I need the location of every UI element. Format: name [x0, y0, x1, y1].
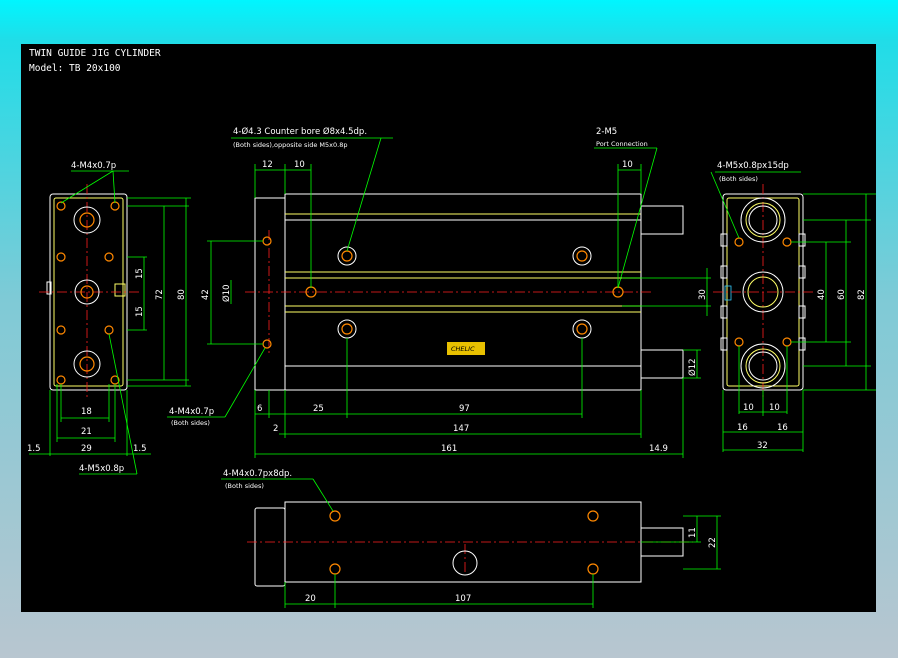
- front-callout-counterbore-line1: 4-Ø4.3 Counter bore Ø8x4.5dp.: [233, 126, 367, 137]
- drawing-model: Model: TB 20x100: [29, 63, 121, 74]
- dim-front-6: 6: [257, 404, 262, 414]
- front-callout-side-line1: 4-M4x0.7p: [169, 407, 214, 417]
- bottom-view: 4-M4x0.7px8dp. (Both sides) 11 22 20 107: [221, 469, 721, 608]
- drawing-title: TWIN GUIDE JIG CYLINDER: [29, 48, 161, 59]
- dim-front-25: 25: [313, 404, 324, 414]
- front-callout-port-line2: Port Connection: [596, 140, 648, 148]
- right-callout-line2: (Both sides): [719, 175, 758, 183]
- dim-bottom-107: 107: [455, 594, 471, 604]
- dim-front-97: 97: [459, 404, 470, 414]
- right-callout-line1: 4-M5x0.8px15dp: [717, 161, 789, 171]
- dim-front-14-9: 14.9: [649, 444, 668, 454]
- dim-bottom-11: 11: [688, 527, 698, 538]
- left-callout-top: 4-M4x0.7p: [71, 161, 116, 171]
- dim-left-29: 29: [81, 444, 92, 454]
- dim-bottom-22: 22: [708, 537, 718, 548]
- dim-right-40: 40: [817, 289, 827, 300]
- bottom-callout-line2: (Both sides): [225, 482, 264, 490]
- dim-right-60: 60: [837, 289, 847, 300]
- dim-front-phi12: Ø12: [687, 358, 698, 376]
- cad-drawing: .o { fill:none; stroke:#ffffff; stroke-w…: [27, 48, 893, 608]
- brand-logo-text: CHELIC: [451, 345, 475, 353]
- dim-front-10-left: 10: [294, 160, 305, 170]
- dim-right-10b: 10: [769, 403, 780, 413]
- dim-front-10-right: 10: [622, 160, 633, 170]
- dim-left-21: 21: [81, 427, 92, 437]
- dim-left-18: 18: [81, 407, 92, 417]
- dim-right-10a: 10: [743, 403, 754, 413]
- dim-front-phi10: Ø10: [221, 284, 232, 302]
- left-callout-bottom: 4-M5x0.8p: [79, 464, 124, 474]
- front-callout-port-line1: 2-M5: [596, 127, 617, 137]
- dim-left-1-5-left: 1.5: [27, 444, 41, 454]
- dim-right-32: 32: [757, 441, 768, 451]
- right-end-view: 4-M5x0.8px15dp (Both sides) 40 60 82 10 …: [710, 161, 893, 452]
- drawing-sheet: .o { fill:none; stroke:#ffffff; stroke-w…: [21, 44, 893, 612]
- front-view: CHELIC 4-Ø4.3 Counter bore Ø8x4.5dp. (Bo…: [167, 126, 711, 458]
- dim-left-80: 80: [177, 289, 187, 300]
- front-callout-side-line2: (Both sides): [171, 419, 210, 427]
- dim-front-30: 30: [698, 289, 708, 300]
- dim-left-15b: 15: [135, 306, 145, 317]
- dim-left-15a: 15: [135, 268, 145, 279]
- dim-front-12: 12: [262, 160, 273, 170]
- dim-front-2: 2: [273, 424, 278, 434]
- dim-front-161: 161: [441, 444, 457, 454]
- brand-logo-plate: [447, 342, 485, 355]
- dim-left-72: 72: [155, 289, 165, 300]
- dim-right-16b: 16: [777, 423, 788, 433]
- dim-front-147: 147: [453, 424, 469, 434]
- dim-right-16a: 16: [737, 423, 748, 433]
- front-callout-counterbore-line2: (Both sides),opposite side M5x0.8p: [233, 141, 347, 149]
- dim-left-1-5-right: 1.5: [133, 444, 147, 454]
- left-end-view: 4-M4x0.7p 4-M5x0.8p 15 15 72 80 18 21 29: [27, 161, 191, 475]
- dim-front-42: 42: [201, 289, 211, 300]
- dim-right-82: 82: [857, 289, 867, 300]
- dim-bottom-20: 20: [305, 594, 316, 604]
- bottom-callout-line1: 4-M4x0.7px8dp.: [223, 469, 292, 479]
